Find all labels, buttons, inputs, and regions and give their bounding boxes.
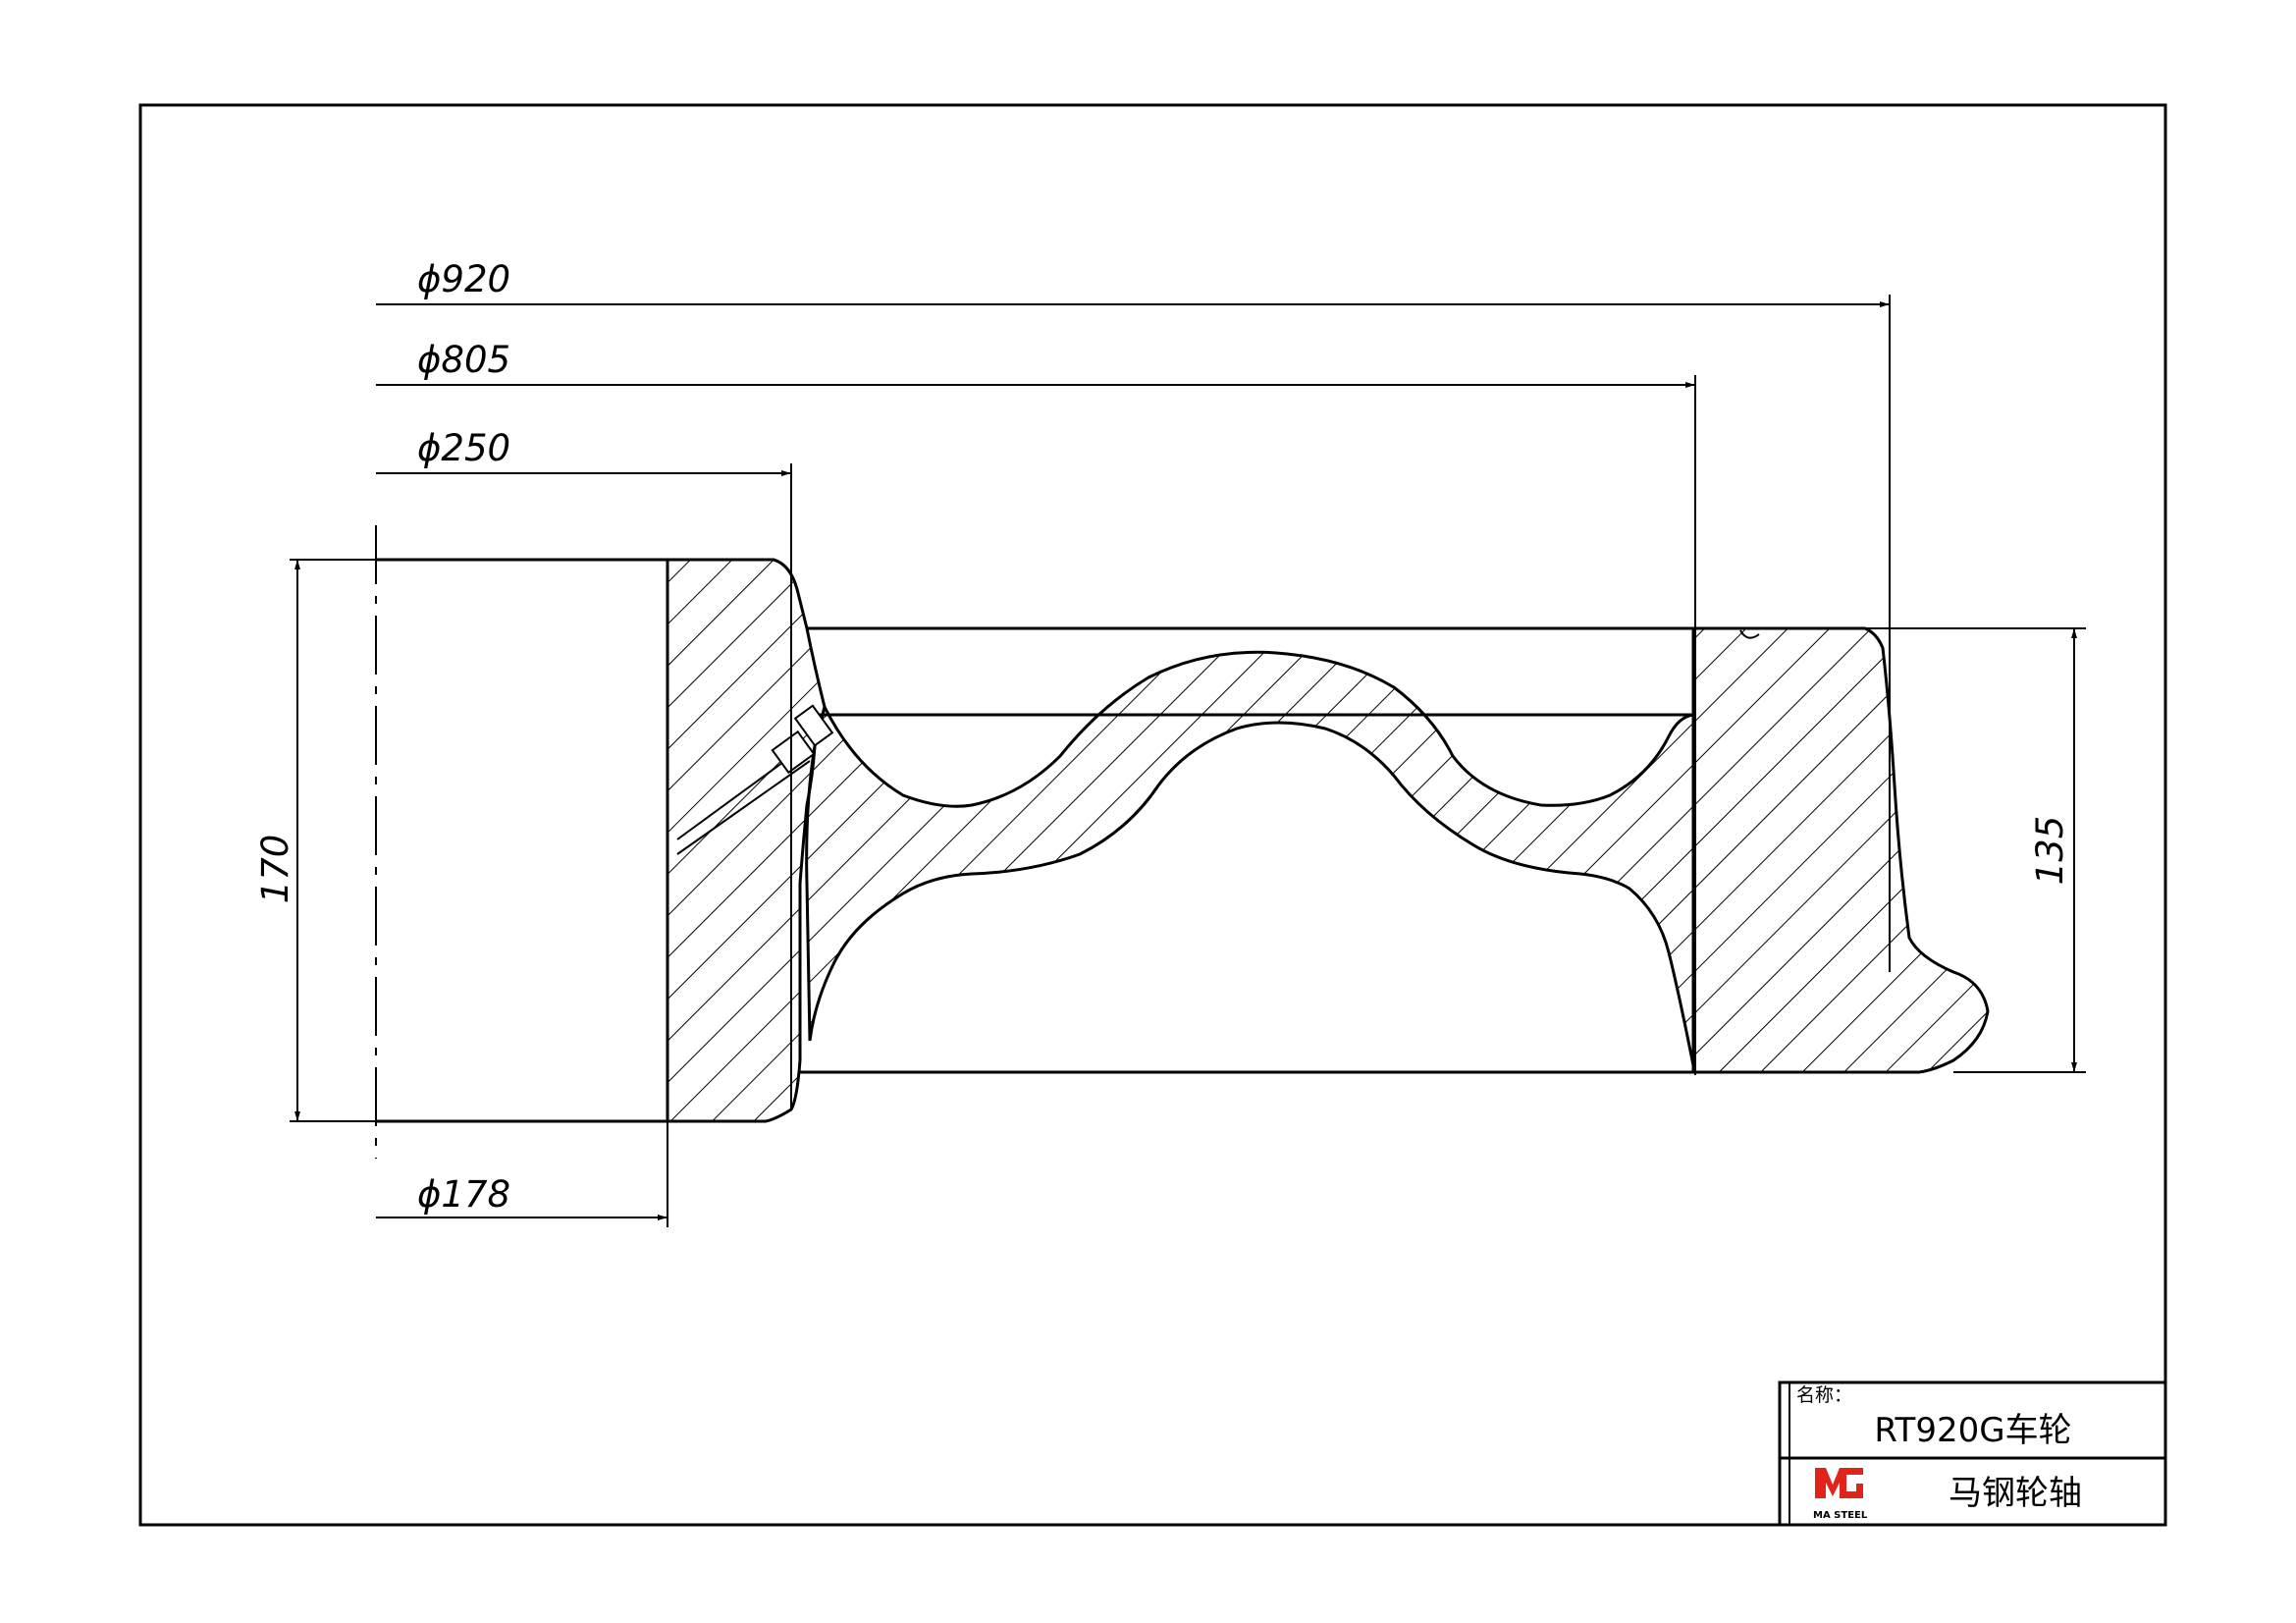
drawing-frame (138, 103, 2167, 1527)
title-name-value: RT920G车轮 (1874, 1411, 2071, 1450)
mg-logo: MA STEEL (1813, 1468, 1868, 1521)
dim-d920-label: ϕ920 (417, 258, 510, 300)
dimension-hub-length: 170 (254, 559, 376, 1122)
web-section (805, 650, 1695, 1066)
logo-text: MA STEEL (1813, 1510, 1868, 1521)
oil-hole (676, 704, 834, 855)
hub-section (666, 558, 827, 1123)
title-company: 马钢轮轴 (1949, 1474, 2082, 1513)
dim-d178-label: ϕ178 (417, 1173, 510, 1216)
dimension-d178: ϕ178 (376, 1121, 668, 1227)
dim-hub-length-label: 170 (254, 835, 296, 904)
dimension-d805: ϕ805 (376, 339, 1696, 1075)
dimension-d920: ϕ920 (376, 258, 1891, 972)
dimension-rim-width: 135 (1865, 627, 2086, 1073)
dim-d805-label: ϕ805 (417, 339, 510, 381)
wheel-section (375, 525, 1990, 1159)
title-block: 名称： RT920G车轮 MA STEEL 马钢轮轴 (1778, 1380, 2167, 1527)
rim-section (1691, 626, 1990, 1074)
logo-mark (1815, 1468, 1863, 1498)
dim-d250-label: ϕ250 (417, 427, 510, 469)
title-name-label: 名称： (1796, 1384, 1852, 1406)
rim-notch (1739, 629, 1760, 639)
dim-rim-width-label: 135 (2029, 816, 2071, 886)
dimension-d250: ϕ250 (376, 427, 792, 1109)
